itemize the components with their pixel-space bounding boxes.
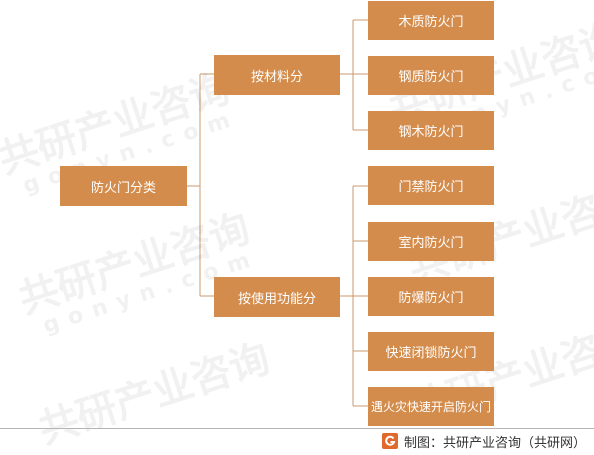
root-node: 防火门分类 bbox=[60, 166, 187, 206]
leaf-node: 防爆防火门 bbox=[368, 277, 494, 316]
leaf-node: 室内防火门 bbox=[368, 222, 494, 261]
footer-divider bbox=[0, 428, 594, 429]
footer-credit: 制图：共研产业咨询（共研网） bbox=[381, 432, 586, 451]
leaf-node: 遇火灾快速开启防火门 bbox=[368, 387, 494, 426]
leaf-node: 快速闭锁防火门 bbox=[368, 332, 494, 371]
brand-logo-icon bbox=[381, 433, 398, 449]
leaf-node: 木质防火门 bbox=[368, 1, 494, 40]
category-node-material: 按材料分 bbox=[214, 55, 340, 95]
footer-text: 制图：共研产业咨询（共研网） bbox=[403, 435, 586, 451]
leaf-node: 钢木防火门 bbox=[368, 111, 494, 150]
leaf-node: 钢质防火门 bbox=[368, 56, 494, 95]
leaf-node: 门禁防火门 bbox=[368, 166, 494, 205]
category-node-function: 按使用功能分 bbox=[214, 277, 340, 317]
